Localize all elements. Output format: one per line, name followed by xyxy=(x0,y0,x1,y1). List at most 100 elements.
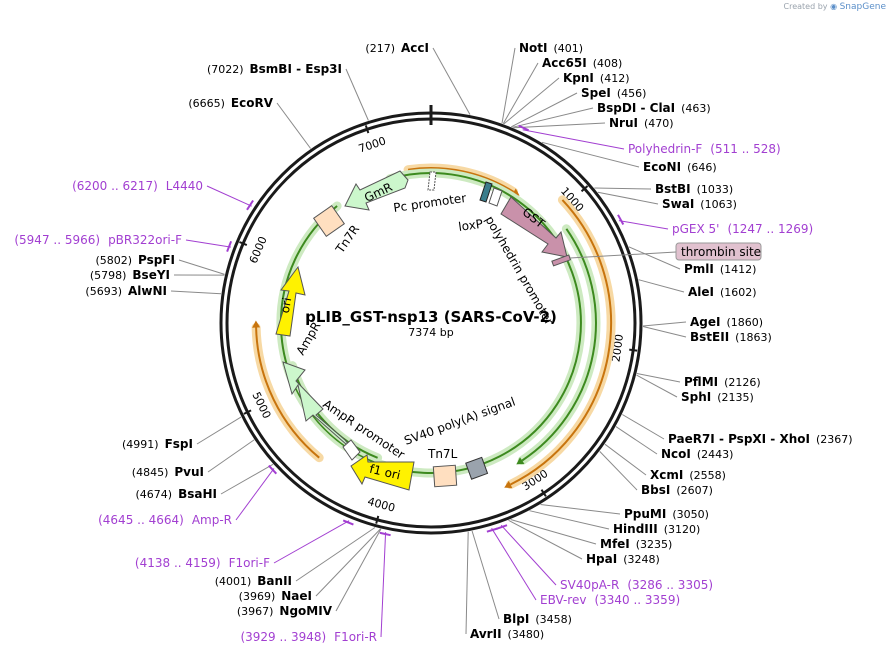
tick-mark xyxy=(540,489,547,497)
loxp-label: loxP xyxy=(457,217,483,234)
primer-label: SV40pA-R(3286 .. 3305) xyxy=(560,578,713,592)
restriction-site-label: PmlI(1412) xyxy=(684,262,756,276)
gmr-feature xyxy=(344,170,409,211)
restriction-site-label: (3967)NgoMIV xyxy=(237,604,333,618)
primer-label: (5947 .. 5966)pBR322ori-F xyxy=(14,233,182,247)
restriction-site-label: (4991)FspI xyxy=(122,437,193,451)
primer-mark xyxy=(486,527,498,533)
restriction-site-label: AgeI(1860) xyxy=(690,315,763,329)
ampr-promoter-feature xyxy=(342,439,361,461)
site-leader xyxy=(636,374,678,398)
restriction-site-label: AvrII(3480) xyxy=(470,627,544,641)
site-leader xyxy=(512,107,594,128)
site-leader xyxy=(642,326,687,338)
restriction-site-label: BspDI - ClaI(463) xyxy=(597,101,711,115)
restriction-site-label: SwaI(1063) xyxy=(662,197,737,211)
site-leader xyxy=(501,47,516,124)
restriction-site-label: XcmI(2558) xyxy=(650,468,726,482)
site-leader xyxy=(510,519,597,545)
site-leader xyxy=(465,531,469,635)
primer-label: (4138 .. 4159)F1ori-F xyxy=(135,556,270,570)
restriction-site-label: (6665)EcoRV xyxy=(188,96,273,110)
gmr-label: GmR xyxy=(362,180,394,205)
site-leader xyxy=(529,510,610,530)
thrombin-leader xyxy=(569,251,677,259)
restriction-site-label: EcoNI(646) xyxy=(643,160,717,174)
tick-mark xyxy=(239,241,248,247)
primer-leader xyxy=(522,129,625,150)
polyhedrin-promoter-feature xyxy=(488,187,503,207)
primer-leader xyxy=(235,468,275,521)
site-leader xyxy=(511,92,578,128)
site-leader xyxy=(170,290,222,295)
orf-arc-right-outer xyxy=(510,199,612,486)
site-leader xyxy=(220,463,274,495)
site-leader xyxy=(276,102,312,149)
restriction-site-label: (217)AccI xyxy=(365,41,429,55)
restriction-site-label: (5802)PspFI xyxy=(95,253,175,267)
primer-mark xyxy=(496,524,508,530)
site-leader xyxy=(604,443,647,476)
restriction-site-label: NruI(470) xyxy=(609,116,674,130)
primer-label: Polyhedrin-F(511 .. 528) xyxy=(628,142,781,156)
primer-leader xyxy=(273,520,350,564)
tick-label: 7000 xyxy=(357,134,388,155)
pc-promoter-feature xyxy=(427,171,437,191)
watermark-prefix: Created by xyxy=(783,2,828,11)
orf-arc-right-inner-head xyxy=(516,457,525,465)
primer-leader xyxy=(206,185,252,207)
pc-promoter-label: Pc promoter xyxy=(392,191,467,215)
plasmid-name: pLIB_GST-nsp13 (SARS-CoV-2) xyxy=(305,308,557,326)
site-leader xyxy=(642,321,687,327)
tick-mark xyxy=(580,185,589,193)
restriction-site-label: BstBI(1033) xyxy=(655,182,733,196)
tn7r-feature xyxy=(312,204,346,238)
gst-feature xyxy=(500,196,568,258)
orf-arc-right-outer-head xyxy=(504,480,513,489)
snapgene-logo-icon: ◉ xyxy=(830,2,838,11)
tn7l-label: Tn7L xyxy=(427,447,458,461)
primer-label: (4645 .. 4664)Amp-R xyxy=(98,513,232,527)
ampr-feature xyxy=(282,361,356,453)
site-leader xyxy=(599,451,638,491)
orf-arc-right-inner xyxy=(521,228,597,462)
primer-label: (6200 .. 6217)L4440 xyxy=(72,179,203,193)
primer-mark xyxy=(268,464,278,475)
plasmid-center-title: pLIB_GST-nsp13 (SARS-CoV-2) 7374 bp xyxy=(305,308,557,339)
restriction-site-label: SpeI(456) xyxy=(581,86,646,100)
watermark-brand: SnapGene xyxy=(839,2,886,12)
ori-feature xyxy=(275,265,306,337)
site-leader xyxy=(471,530,500,620)
tick-mark xyxy=(243,409,252,415)
site-leader xyxy=(335,528,382,612)
primer-leader xyxy=(380,532,387,638)
restriction-site-label: (5693)AlwNI xyxy=(85,284,167,298)
restriction-site-label: Acc65I(408) xyxy=(542,56,622,70)
primer-label: pGEX 5'(1247 .. 1269) xyxy=(672,222,813,236)
primer-mark xyxy=(226,240,233,252)
primer-leader xyxy=(185,239,231,248)
site-leader xyxy=(503,77,560,125)
site-leader xyxy=(295,527,376,582)
primer-label: EBV-rev(3340 .. 3359) xyxy=(540,593,680,607)
site-leader xyxy=(178,259,225,275)
restriction-site-label: SphI(2135) xyxy=(681,390,754,404)
restriction-site-label: BlpI(3458) xyxy=(503,612,572,626)
primer-leader xyxy=(500,524,557,586)
thrombin-site-feature xyxy=(551,254,572,267)
site-leader xyxy=(541,141,640,168)
primer-mark xyxy=(379,531,391,537)
snapgene-watermark: Created by ◉ SnapGene xyxy=(784,2,887,12)
loxp-feature xyxy=(479,181,493,203)
site-leader xyxy=(508,519,583,560)
primer-label: (3929 .. 3948)F1ori-R xyxy=(240,630,377,644)
tick-mark xyxy=(364,125,370,134)
sv40-polya-feature xyxy=(465,456,489,480)
site-leader xyxy=(638,279,685,293)
primer-leader xyxy=(618,220,669,230)
restriction-site-label: AleI(1602) xyxy=(688,285,757,299)
site-leader xyxy=(636,373,681,383)
label-leader-lines xyxy=(170,47,687,638)
tick-mark xyxy=(629,348,638,352)
